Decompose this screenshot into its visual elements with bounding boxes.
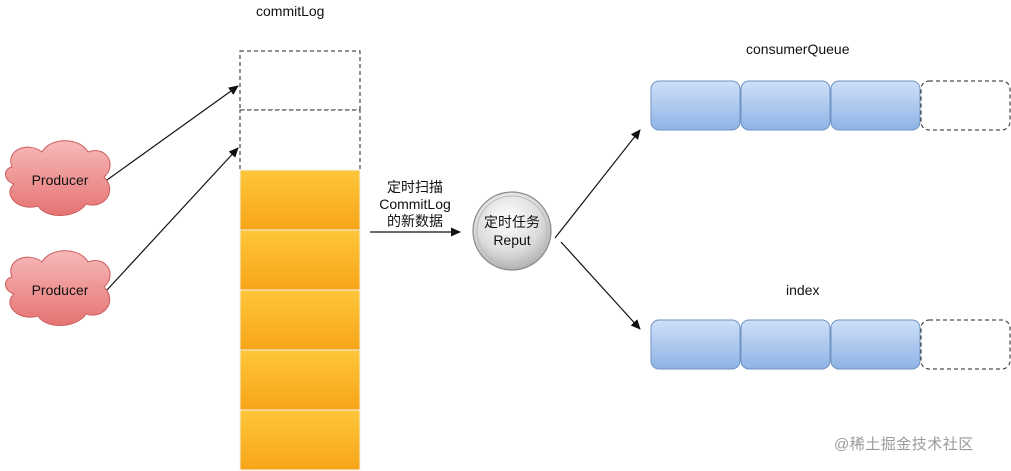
reput-task-circle: [472, 191, 552, 271]
commitlog-label: commitLog: [256, 3, 325, 19]
producer-2-label: Producer: [31, 282, 89, 298]
commitlog-empty-slot-1: [239, 50, 361, 111]
consumerqueue-block-3: [830, 80, 921, 131]
index-empty-slot: [920, 319, 1011, 370]
reput-task-inner-ring: [476, 195, 548, 267]
consumerqueue-block-2: [740, 80, 831, 131]
reput-task-label: 定时任务 Reput: [473, 213, 551, 249]
producer-1-label: Producer: [31, 172, 89, 188]
scan-line-1: 定时扫描: [387, 179, 443, 195]
index-label: index: [786, 282, 820, 298]
arrow-producer2-to-commitlog: [106, 147, 239, 291]
scan-line-2: CommitLog: [379, 196, 451, 212]
arrow-reput-to-index: [560, 241, 641, 330]
consumerqueue-label: consumerQueue: [746, 41, 850, 57]
scan-commitlog-label: 定时扫描 CommitLog 的新数据: [370, 179, 460, 230]
watermark: @稀土掘金技术社区: [834, 436, 974, 453]
commitlog-empty-slot-2: [239, 109, 361, 171]
producer-cloud-2: [5, 250, 111, 326]
arrow-producer1-to-commitlog: [106, 85, 239, 181]
consumerqueue-block-1: [650, 80, 741, 131]
commitlog-filled-block-5: [239, 409, 361, 471]
commitlog-column: [239, 50, 361, 471]
arrow-reput-to-consumerqueue: [554, 129, 641, 239]
commitlog-filled-block-3: [239, 289, 361, 351]
consumerqueue-empty-slot: [920, 80, 1011, 131]
commitlog-filled-block-1: [239, 169, 361, 231]
consumerqueue-row: [650, 80, 1011, 131]
task-line-1: 定时任务: [484, 214, 540, 230]
scan-line-3: 的新数据: [387, 213, 443, 229]
index-block-1: [650, 319, 741, 370]
index-block-2: [740, 319, 831, 370]
commitlog-filled-block-2: [239, 229, 361, 291]
index-block-3: [830, 319, 921, 370]
producer-cloud-1: [5, 140, 111, 216]
index-row: [650, 319, 1011, 370]
commitlog-filled-block-4: [239, 349, 361, 411]
task-line-2: Reput: [493, 232, 531, 248]
